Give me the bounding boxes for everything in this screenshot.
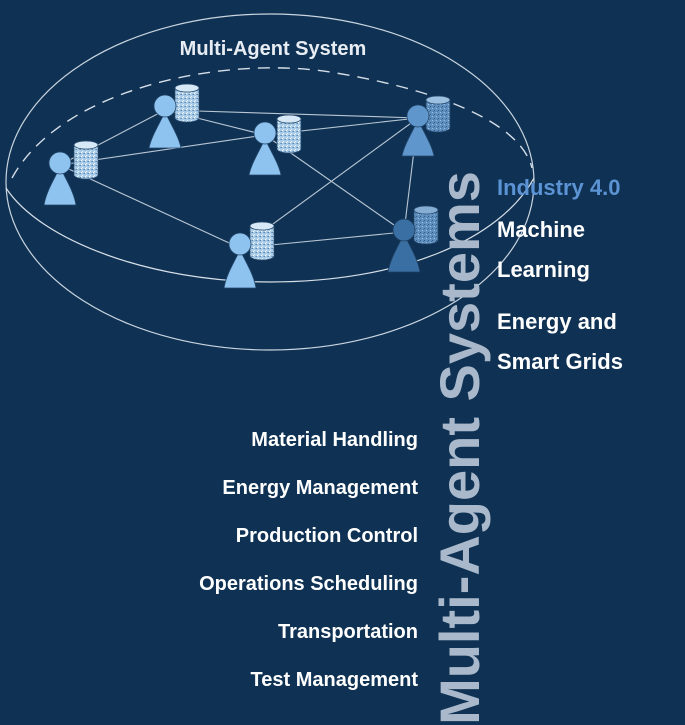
agent-node [401, 95, 451, 157]
agent-connections [59, 109, 419, 249]
agent-icon [387, 237, 421, 273]
agent-node [248, 114, 302, 176]
topic-line: Learning [497, 257, 590, 282]
application-item: Material Handling [251, 429, 418, 451]
agent-icon [401, 123, 435, 157]
connection-line [164, 109, 419, 119]
multi-agent-systems-vertical-title: Multi-Agent Systems [428, 171, 491, 725]
database-icon [425, 100, 451, 133]
agent-node [387, 205, 439, 273]
system-boundary-ellipse [5, 13, 535, 351]
system-plane-back-arc [11, 67, 533, 179]
agent-node [223, 221, 275, 289]
agent-node [148, 83, 200, 149]
topic-line: Energy and [497, 309, 617, 334]
agent-icon [248, 142, 282, 176]
application-item: Production Control [235, 525, 418, 547]
agent-icon [43, 170, 77, 206]
application-item: Transportation [277, 621, 418, 643]
database-icon [276, 119, 302, 154]
multi-agent-system-label: Multi-Agent System [179, 38, 367, 60]
topic-machine-learning: Machine Learning [497, 210, 682, 290]
agent-icon [223, 253, 257, 289]
database-icon [413, 210, 439, 245]
topic-line: Smart Grids [497, 349, 623, 374]
application-item: Operations Scheduling [199, 573, 418, 595]
topic-line: Machine [497, 217, 586, 242]
application-item: Test Management [250, 669, 418, 691]
database-icon [174, 88, 200, 123]
research-topics: Industry 4.0 Machine Learning Energy and… [497, 168, 682, 382]
topic-energy-smart-grids: Energy and Smart Grids [497, 302, 682, 382]
system-plane-front-arc [5, 177, 535, 283]
agent-icon [148, 115, 182, 149]
database-icon [249, 226, 275, 261]
application-list: Material Handling Energy Management Prod… [60, 420, 418, 708]
topic-industry-4: Industry 4.0 [497, 168, 682, 208]
topic-line: Industry 4.0 [497, 175, 621, 200]
agent-node [43, 140, 99, 206]
application-item: Energy Management [222, 477, 418, 499]
